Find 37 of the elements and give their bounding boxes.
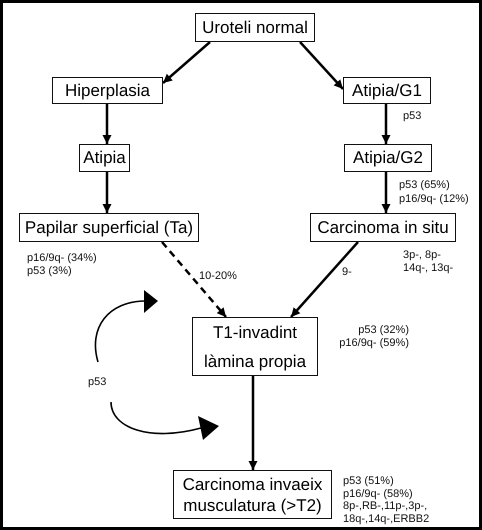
stage-box bbox=[195, 13, 315, 42]
stage-label: Atipia/G1 bbox=[352, 80, 422, 100]
stage-label: T1-invadint làmina propia bbox=[202, 322, 308, 372]
stage-label: Papilar superficial (Ta) bbox=[24, 218, 194, 238]
arrow bbox=[382, 104, 390, 144]
dashed-arrow bbox=[161, 241, 227, 318]
stage-label: Carcinoma invaeix musculatura (>T2) bbox=[182, 474, 324, 516]
cycle-label: p53 bbox=[88, 376, 108, 389]
arrow bbox=[382, 172, 390, 213]
marker-note: p53 (32%) bbox=[357, 324, 409, 336]
stage-label: Hiperplasia bbox=[64, 80, 150, 100]
marker-note: p53 (3%) bbox=[27, 265, 73, 278]
stage-label: Uroteli normal bbox=[202, 18, 308, 38]
marker-note: p16/9q- (34%) bbox=[27, 252, 98, 265]
arrow bbox=[299, 41, 344, 90]
marker-note: p16/9q- (58%) bbox=[343, 488, 414, 500]
arrow bbox=[162, 41, 211, 84]
marker-note: p53 (51%) bbox=[343, 475, 395, 488]
arrow bbox=[102, 172, 112, 213]
marker-note: 14q-, 13q- bbox=[403, 262, 454, 275]
stage-label: Carcinoma in situ bbox=[317, 218, 449, 238]
stage-box bbox=[79, 144, 130, 172]
marker-note: 8p-,RB-,11p-,3p-, 18q-,14q-,ERBB2 bbox=[343, 500, 430, 525]
stage-box bbox=[192, 317, 318, 376]
stage-label: Atipia bbox=[83, 148, 126, 168]
marker-note: p16/9q- (59%) bbox=[338, 336, 409, 349]
marker-note: 3p-, 8p- bbox=[403, 249, 442, 262]
stage-box bbox=[173, 470, 332, 519]
arrow bbox=[290, 241, 359, 318]
arrow bbox=[248, 376, 258, 470]
stage-box bbox=[52, 77, 163, 104]
stage-box bbox=[310, 213, 456, 242]
stage-label: Atipia/G2 bbox=[353, 148, 423, 168]
arrow bbox=[102, 104, 112, 144]
stage-box bbox=[19, 213, 199, 242]
stage-box bbox=[344, 144, 432, 172]
stage-box bbox=[343, 77, 431, 104]
